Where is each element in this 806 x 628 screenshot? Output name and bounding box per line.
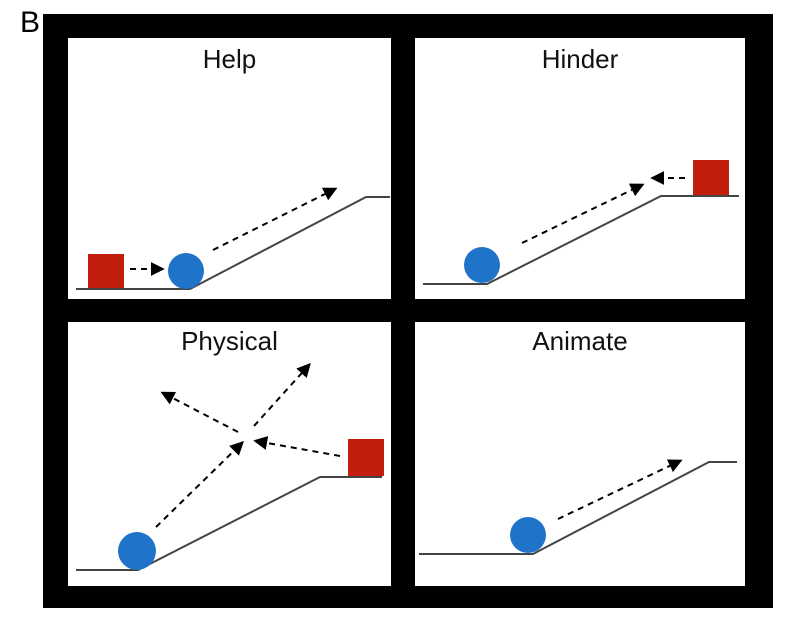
- panel-title: Animate: [532, 326, 628, 356]
- dashed-arrow: [212, 187, 338, 251]
- dashed-arrow: [521, 183, 645, 244]
- dashed-arrow: [557, 459, 683, 520]
- red-block: [693, 160, 729, 195]
- panel-help-scene: [76, 187, 390, 290]
- panel-title: Physical: [181, 326, 278, 356]
- dashed-arrow: [155, 441, 245, 528]
- dashed-arrow: [160, 391, 239, 433]
- blue-ball: [118, 532, 156, 570]
- dashed-arrow: [253, 436, 341, 457]
- dashed-arrow: [253, 362, 311, 427]
- panel-title: Help: [202, 44, 257, 74]
- panel-animate-scene: [419, 459, 737, 555]
- panel-help: Help: [68, 38, 391, 299]
- panel-title: Hinder: [541, 44, 619, 74]
- ramp-line: [419, 461, 737, 555]
- blue-ball: [168, 253, 204, 289]
- red-block: [88, 254, 124, 288]
- panel-letter: B: [20, 6, 41, 39]
- panel-animate: Animate: [415, 322, 745, 586]
- ramp-line: [76, 196, 390, 290]
- panel-hinder-scene: [423, 160, 739, 285]
- blue-ball: [510, 517, 546, 553]
- panel-hinder: Hinder: [415, 38, 745, 299]
- blue-ball: [464, 247, 500, 283]
- ramp-line: [423, 195, 739, 285]
- panel-physical-scene: [76, 362, 384, 571]
- red-block: [348, 439, 384, 476]
- ramp-line: [76, 476, 382, 571]
- panel-physical: Physical: [68, 322, 391, 586]
